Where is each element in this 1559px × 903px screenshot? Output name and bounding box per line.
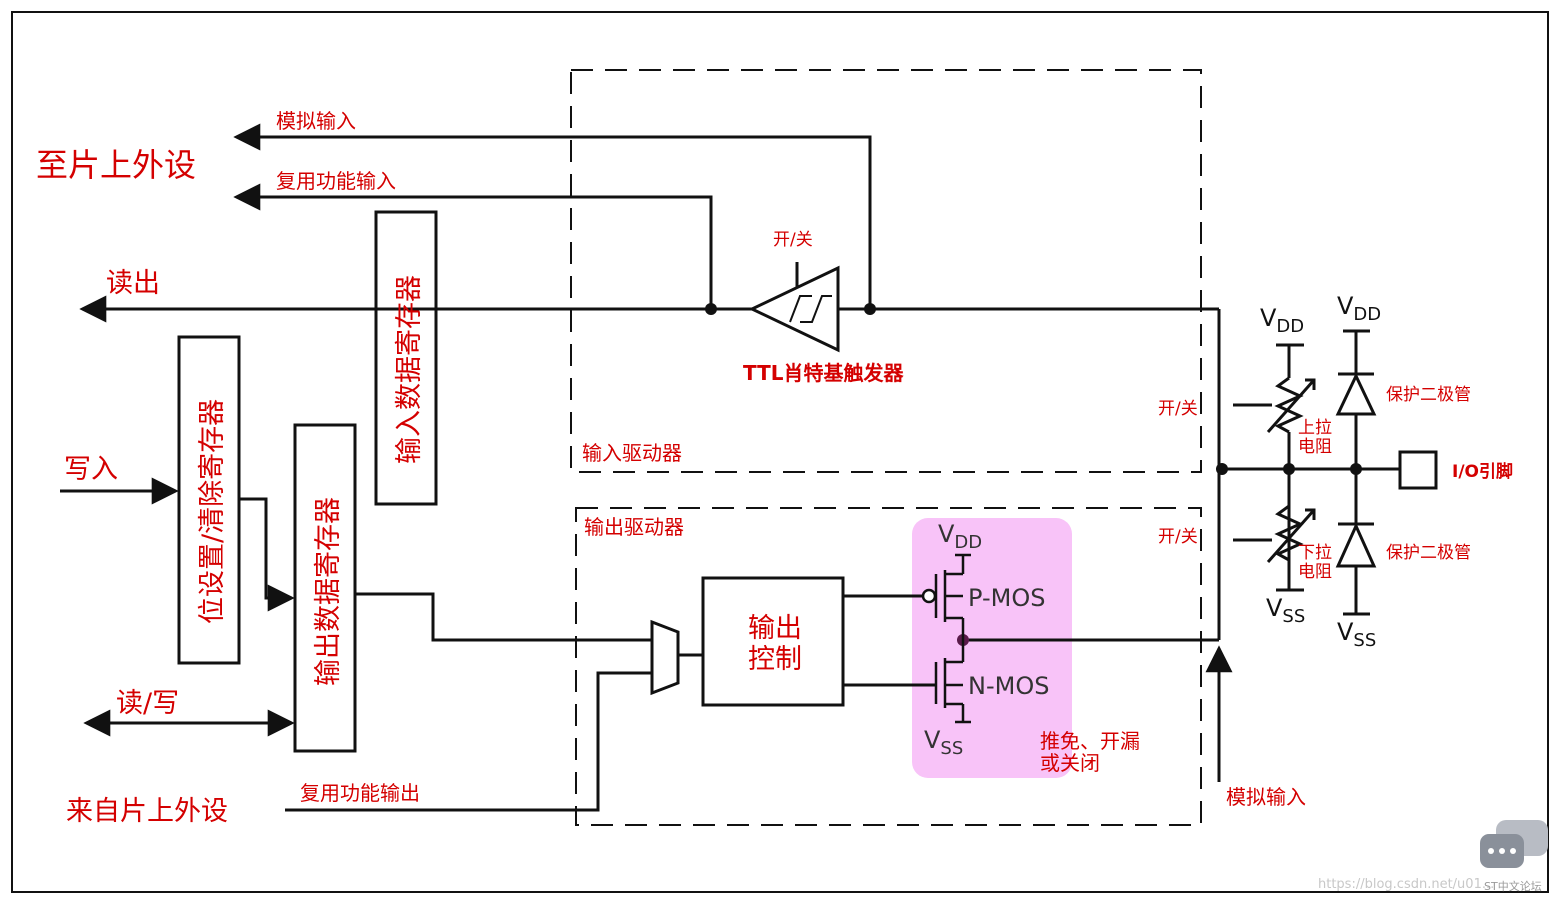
output-driver-box	[575, 507, 1202, 826]
label-pull-down-1: 下拉	[1298, 543, 1332, 563]
label-pmos: P-MOS	[968, 584, 1045, 612]
input-driver-box	[570, 69, 1202, 473]
label-vss-main: VSS	[924, 726, 963, 759]
label-switch-mid: 开/关	[1158, 399, 1198, 419]
label-analog-input-top: 模拟输入	[276, 109, 356, 133]
label-alt-func-input: 复用功能输入	[276, 169, 396, 193]
label-ttl-schmitt: TTL肖特基触发器	[743, 361, 904, 385]
label-output-data-register: 输出数据寄存器	[313, 497, 344, 686]
mos-highlight	[912, 518, 1072, 778]
pull-resistors	[1233, 343, 1316, 592]
forum-logo-icon	[1480, 820, 1548, 868]
watermark-text: https://blog.csdn.net/u01...	[1318, 877, 1494, 892]
forum-mark: ST中文论坛	[1484, 879, 1542, 893]
label-bit-set-reset-register: 位设置/清除寄存器	[197, 399, 228, 624]
label-protect-diode-top: 保护二极管	[1386, 385, 1471, 405]
label-protect-diode-bottom: 保护二极管	[1386, 543, 1471, 563]
label-vss-pull: VSS	[1266, 594, 1305, 627]
label-analog-input-bottom: 模拟输入	[1226, 785, 1306, 809]
label-switch-low: 开/关	[1158, 527, 1198, 547]
label-input-driver: 输入驱动器	[582, 441, 682, 465]
output-data-register-box	[293, 423, 357, 753]
label-vdd-diode: VDD	[1337, 292, 1381, 325]
schmitt-trigger-symbol	[748, 265, 840, 353]
label-nmos: N-MOS	[968, 672, 1049, 700]
label-vss-diode: VSS	[1337, 618, 1376, 651]
label-read-out: 读出	[106, 268, 160, 299]
protection-diodes	[1335, 329, 1377, 616]
label-output-control-2: 控制	[748, 644, 802, 675]
label-output-driver: 输出驱动器	[584, 515, 684, 539]
label-switch-top: 开/关	[773, 230, 813, 250]
label-vdd-pull: VDD	[1260, 304, 1304, 337]
label-pull-down-2: 电阻	[1298, 562, 1332, 582]
label-mode-1: 推免、开漏	[1040, 729, 1140, 753]
output-mux	[650, 619, 680, 696]
nmos-transistor	[934, 640, 971, 724]
label-vdd-main: VDD	[938, 520, 982, 553]
label-mode-2: 或关闭	[1040, 751, 1100, 775]
label-read-write: 读/写	[116, 688, 179, 719]
label-input-data-register: 输入数据寄存器	[394, 275, 425, 464]
label-from-peripheral: 来自片上外设	[66, 796, 228, 827]
input-data-register-box	[374, 210, 438, 506]
label-to-peripheral: 至片上外设	[36, 146, 196, 184]
pmos-transistor	[921, 553, 971, 640]
output-control-box	[701, 576, 845, 707]
label-io-pin: I/O引脚	[1452, 461, 1513, 482]
label-alt-func-output: 复用功能输出	[300, 781, 420, 805]
label-output-control-1: 输出	[748, 613, 802, 644]
label-pull-up-1: 上拉	[1298, 418, 1332, 438]
label-write-in: 写入	[64, 454, 118, 485]
label-pull-up-2: 电阻	[1298, 437, 1332, 457]
outer-frame	[11, 11, 1549, 893]
bit-set-reset-register-box	[177, 335, 241, 665]
io-pin-square	[1398, 450, 1438, 490]
